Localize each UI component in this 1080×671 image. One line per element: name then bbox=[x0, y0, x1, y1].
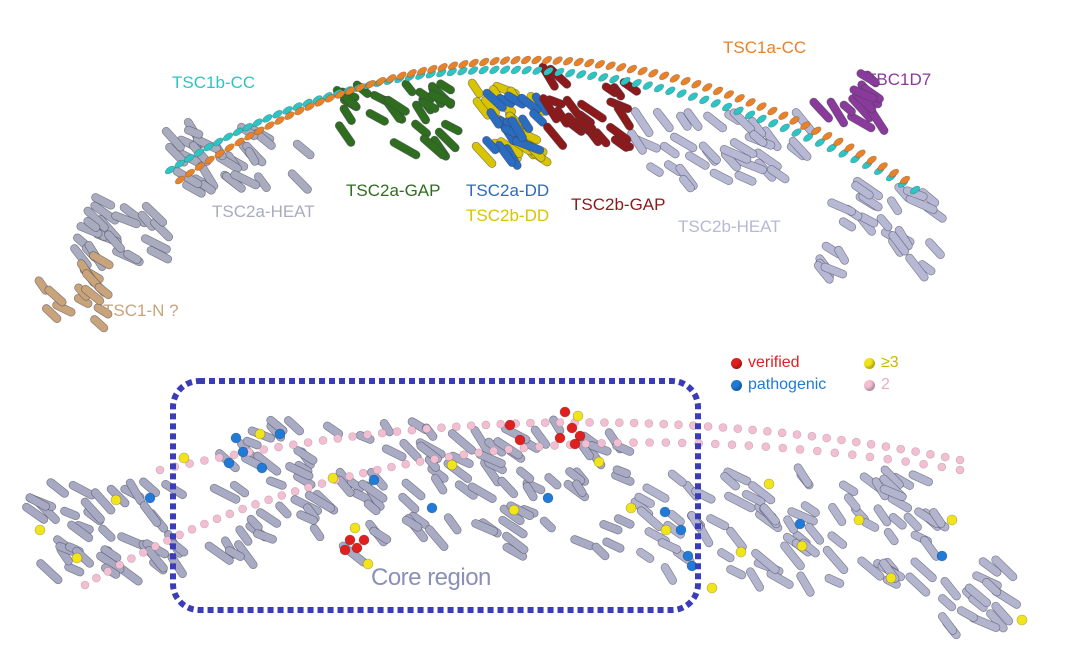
tsc2b-gap-domain bbox=[538, 62, 642, 152]
legend-two: 2 bbox=[864, 377, 890, 393]
coiled-coil-beads-lower bbox=[80, 438, 965, 590]
legend-verified-label: verified bbox=[748, 354, 800, 371]
verified-spheres bbox=[339, 406, 586, 556]
tsc2b-heat-right-helices bbox=[813, 176, 947, 284]
tsc2a-heat-left-helices bbox=[70, 193, 174, 271]
bottom-core-helices bbox=[204, 415, 635, 570]
top-panel-structure bbox=[34, 55, 947, 333]
label-tsc2b-heat: TSC2b-HEAT bbox=[678, 217, 781, 236]
tsc1-n-domain bbox=[34, 251, 114, 333]
core-region-box bbox=[170, 378, 701, 613]
verified-dot-icon bbox=[731, 357, 742, 369]
label-tsc1b-cc: TSC1b-CC bbox=[172, 73, 256, 92]
label-tbc1d7: TBC1D7 bbox=[866, 70, 932, 89]
tbc1d7-domain bbox=[809, 69, 889, 135]
ge3-spheres bbox=[34, 410, 1028, 626]
label-tsc2b-dd: TSC2b-DD bbox=[466, 206, 550, 225]
core-region-label: Core region bbox=[371, 564, 491, 591]
bottom-far-right-helices bbox=[938, 555, 1022, 640]
ge3-dot-icon bbox=[864, 357, 875, 369]
legend-pathogenic: pathogenic bbox=[731, 377, 826, 393]
coiled-coil-beads-upper bbox=[155, 418, 965, 475]
label-tsc1-n: TSC1-N ? bbox=[103, 301, 179, 320]
label-tsc2a-heat: TSC2a-HEAT bbox=[212, 202, 315, 221]
tsc1a-cc-ribbon bbox=[174, 55, 911, 185]
bottom-left-helices bbox=[22, 477, 189, 586]
label-tsc2a-dd: TSC2a-DD bbox=[466, 181, 550, 200]
pathogenic-dot-icon bbox=[731, 379, 742, 391]
legend-two-label: 2 bbox=[881, 376, 890, 393]
legend-ge3-label: ≥3 bbox=[881, 354, 899, 371]
tsc2b-heat-helices bbox=[627, 107, 816, 193]
label-tsc2a-gap: TSC2a-GAP bbox=[346, 181, 441, 200]
pathogenic-spheres bbox=[144, 428, 948, 572]
two-dot-icon bbox=[864, 379, 875, 391]
label-tsc1a-cc: TSC1a-CC bbox=[723, 38, 807, 57]
label-tsc2b-gap: TSC2b-GAP bbox=[571, 195, 666, 214]
legend-pathogenic-label: pathogenic bbox=[748, 376, 827, 393]
legend-ge3: ≥3 bbox=[864, 355, 899, 371]
legend-verified: verified bbox=[731, 355, 800, 371]
bottom-panel-structure bbox=[22, 406, 1028, 640]
